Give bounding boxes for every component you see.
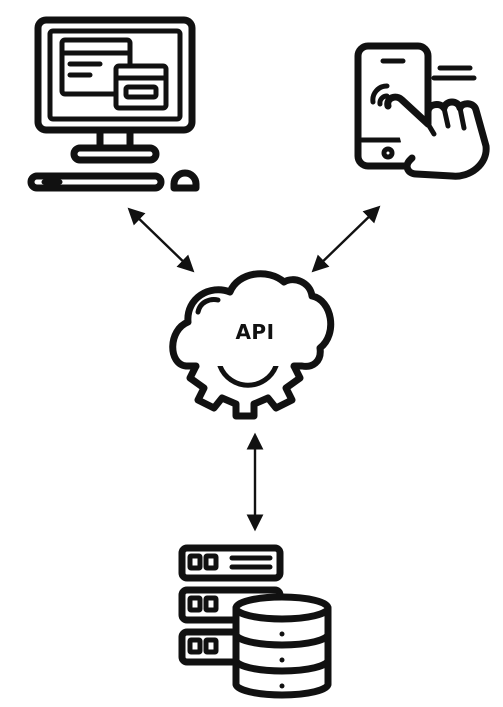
smartphone-touch-icon	[354, 42, 490, 180]
server-database-icon	[178, 544, 332, 699]
api-label: API	[235, 320, 274, 344]
desktop-computer-icon	[27, 16, 200, 192]
mobile-api-arrow	[311, 205, 381, 273]
desktop-api-arrow	[127, 207, 195, 273]
cloud-gear-icon: API	[169, 270, 335, 420]
